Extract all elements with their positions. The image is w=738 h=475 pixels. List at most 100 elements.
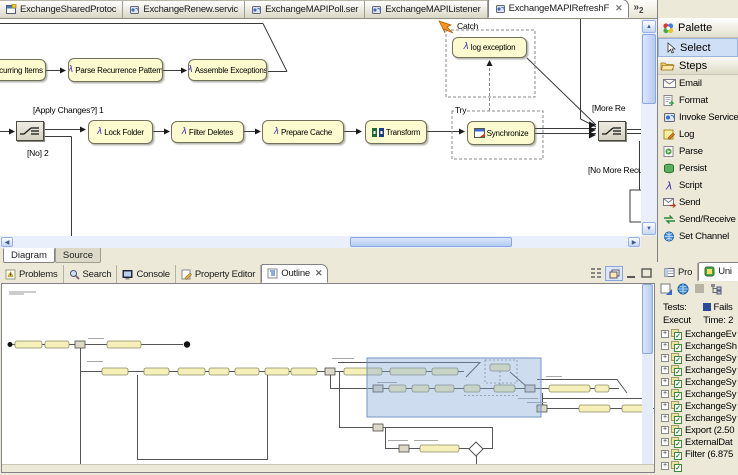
flow-node-synchronize[interactable]: Synchronize xyxy=(467,121,535,145)
view-tab-search[interactable]: Search xyxy=(64,265,118,283)
palette-item-invoke-service[interactable]: Invoke Service xyxy=(658,109,738,126)
unit-test-row[interactable]: +✓ExchangeSy xyxy=(657,400,738,412)
run-icon[interactable] xyxy=(660,283,673,295)
unit-test-row[interactable]: +✓ExchangeEv xyxy=(657,328,738,340)
view-toolbar xyxy=(589,266,653,281)
expand-icon[interactable]: + xyxy=(661,402,669,410)
editor-tab-ExchangeMAPIPoll.ser[interactable]: ExchangeMAPIPoll.ser xyxy=(245,0,366,18)
stop-icon[interactable] xyxy=(694,283,706,295)
hscroll-thumb[interactable] xyxy=(350,237,512,247)
view-tab-label: Console xyxy=(136,268,170,280)
outline-selection-rect[interactable] xyxy=(366,357,542,418)
view-tab-problems[interactable]: Problems xyxy=(0,265,64,283)
palette-item-email[interactable]: Email xyxy=(658,75,738,92)
palette-header[interactable]: Palette xyxy=(658,18,738,38)
palette-drawer-steps[interactable]: Steps xyxy=(658,57,738,75)
outline-view-canvas[interactable] xyxy=(1,283,655,473)
hierarchy-icon[interactable] xyxy=(710,283,723,295)
restore-view-icon[interactable] xyxy=(605,266,623,281)
unit-test-row[interactable]: +✓Export (2.50 xyxy=(657,424,738,436)
tab-source[interactable]: Source xyxy=(54,248,102,263)
unit-test-icon xyxy=(704,266,715,277)
problems-icon xyxy=(5,269,16,280)
test-suite-icon: ✓ xyxy=(671,448,683,460)
unit-test-row[interactable]: +✓Filter (6.875 xyxy=(657,448,738,460)
expand-icon[interactable]: + xyxy=(661,450,669,458)
view-tab-pro[interactable]: Pro xyxy=(659,263,699,281)
scroll-up-button[interactable]: ▲ xyxy=(642,20,656,33)
palette-select-tool[interactable]: Select xyxy=(658,38,738,57)
editor-tab-ExchangeMAPIListener[interactable]: ExchangeMAPIListener xyxy=(365,0,488,18)
outline-vscrollbar[interactable] xyxy=(642,284,653,464)
maximize-icon[interactable] xyxy=(640,267,653,280)
unit-test-row[interactable]: +✓ExchangeSh xyxy=(657,340,738,352)
view-tab-console[interactable]: Console xyxy=(117,265,176,283)
editor-vscrollbar[interactable]: ▲ ▼ xyxy=(641,19,657,236)
expand-icon[interactable]: + xyxy=(661,342,669,350)
outline-vscroll-thumb[interactable] xyxy=(642,284,653,354)
palette-item-send-receive[interactable]: Send/Receive xyxy=(658,211,738,228)
palette-item-send[interactable]: Send xyxy=(658,194,738,211)
unit-test-row[interactable]: +✓ExchangeSy xyxy=(657,412,738,424)
unit-test-row[interactable]: +✓ExchangeSy xyxy=(657,364,738,376)
expand-icon[interactable]: + xyxy=(661,462,669,470)
view-tab-outline[interactable]: Outline✕ xyxy=(261,264,329,283)
close-icon[interactable]: ✕ xyxy=(314,268,323,278)
merge-gateway[interactable] xyxy=(598,121,626,141)
flow-node-recurring-items[interactable]: curring Items xyxy=(0,59,46,81)
globe-icon[interactable] xyxy=(677,283,690,295)
unit-test-label: ExchangeSy xyxy=(685,400,737,412)
palette-item-persist[interactable]: Persist xyxy=(658,160,738,177)
editor-tab-ExchangeMAPIRefreshF[interactable]: ExchangeMAPIRefreshF✕ xyxy=(487,0,630,18)
close-icon[interactable]: ✕ xyxy=(615,3,623,13)
unit-test-row[interactable]: +✓ExchangeSy xyxy=(657,352,738,364)
close-icon[interactable]: ✕ xyxy=(737,266,738,277)
palette-item-label: Send/Receive xyxy=(679,214,736,225)
scroll-left-button[interactable]: ◀ xyxy=(1,237,13,247)
unit-test-row[interactable]: +✓ExchangeSy xyxy=(657,376,738,388)
editor-tab-ExchangeSharedProtoc[interactable]: ExchangeSharedProtoc xyxy=(0,0,124,18)
palette-item-format[interactable]: Format xyxy=(658,92,738,109)
tab-overflow-chevron[interactable]: »2 xyxy=(633,2,644,15)
expand-icon[interactable]: + xyxy=(661,354,669,362)
expand-icon[interactable]: + xyxy=(661,414,669,422)
unit-test-row[interactable]: +✓ExchangeSy xyxy=(657,388,738,400)
branch-gateway[interactable] xyxy=(16,121,44,141)
outline-hscrollbar[interactable] xyxy=(2,464,654,472)
catch-block-label: Catch xyxy=(457,21,479,31)
expand-icon[interactable]: + xyxy=(661,426,669,434)
edge-label-no: [No] 2 xyxy=(27,148,49,158)
scroll-right-button[interactable]: ▶ xyxy=(628,237,640,247)
view-tab-property-editor[interactable]: Property Editor xyxy=(176,265,262,283)
expand-icon[interactable]: + xyxy=(661,366,669,374)
scroll-down-button[interactable]: ▼ xyxy=(642,222,656,235)
unit-test-row[interactable]: +✓ xyxy=(657,460,738,472)
editor-tab-label: ExchangeMAPIPoll.ser xyxy=(265,4,359,15)
expand-icon[interactable]: + xyxy=(661,438,669,446)
unit-test-label: ExchangeSy xyxy=(685,376,737,388)
vscroll-thumb[interactable] xyxy=(642,34,656,104)
expand-icon[interactable]: + xyxy=(661,390,669,398)
unit-test-row[interactable]: +✓ExternalDat xyxy=(657,436,738,448)
flow-node-transform[interactable]: Transform xyxy=(365,120,427,144)
tab-diagram[interactable]: Diagram xyxy=(3,248,55,263)
expand-icon[interactable]: + xyxy=(661,378,669,386)
tree-layout-icon[interactable] xyxy=(589,267,603,280)
palette-item-log[interactable]: Log xyxy=(658,126,738,143)
editor-tab-ExchangeRenew.servic[interactable]: ExchangeRenew.servic xyxy=(123,0,246,18)
palette-item-set-channel[interactable]: Set Channel xyxy=(658,228,738,245)
palette-item-parse[interactable]: Parse xyxy=(658,143,738,160)
editor-hscrollbar[interactable]: ◀ ▶ xyxy=(0,236,641,248)
minimize-icon[interactable] xyxy=(625,267,638,280)
view-tab-uni[interactable]: Uni✕ xyxy=(698,262,738,281)
expand-icon[interactable]: + xyxy=(661,330,669,338)
